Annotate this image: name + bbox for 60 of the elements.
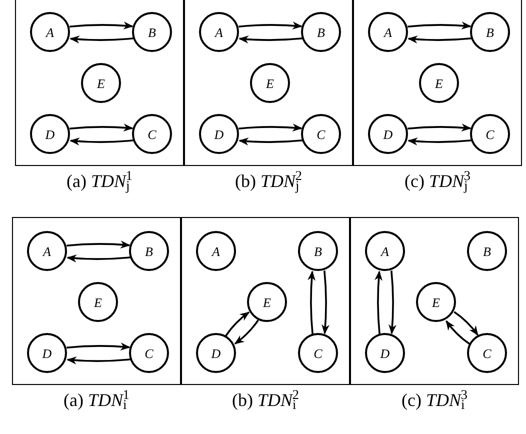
node-label: A	[384, 26, 392, 38]
arrow	[388, 270, 396, 334]
node-label: C	[486, 128, 494, 140]
arrow	[225, 312, 250, 336]
arrow	[234, 320, 259, 344]
node-label: B	[314, 244, 322, 258]
node-label: C	[314, 346, 322, 360]
arrow	[238, 137, 302, 146]
node-label: C	[482, 346, 492, 360]
node-label: A	[381, 244, 389, 258]
arrow	[308, 270, 316, 334]
arrow	[408, 124, 472, 132]
node-label: B	[145, 244, 153, 258]
arrow	[374, 270, 383, 334]
arrow	[70, 22, 134, 30]
node-label: C	[148, 128, 156, 140]
node-label: A	[212, 244, 220, 258]
arrow	[66, 356, 130, 364]
node-label: B	[148, 26, 156, 38]
node-label: A	[215, 26, 223, 38]
arrow	[454, 311, 478, 336]
panel-frame	[350, 217, 519, 385]
panel-frame	[15, 0, 184, 166]
node-label: E	[97, 76, 105, 90]
arrow	[70, 35, 134, 44]
node-label: D	[380, 346, 390, 360]
arrow	[66, 342, 130, 351]
arrow	[238, 22, 302, 30]
node-label: B	[486, 26, 494, 38]
arrow	[66, 240, 130, 249]
node-label: E	[435, 76, 443, 90]
node-label: E	[266, 76, 274, 90]
panel-frame	[184, 0, 353, 166]
arrow	[408, 35, 472, 44]
node-label: E	[432, 296, 440, 308]
node-label: B	[483, 244, 491, 258]
node-label: C	[316, 128, 326, 140]
node-label: D	[42, 346, 52, 360]
panel-frame	[181, 217, 350, 385]
arrow	[238, 35, 302, 44]
arrow	[408, 137, 472, 146]
node-label: D	[383, 128, 393, 140]
node-label: E	[94, 296, 102, 308]
arrow	[446, 320, 470, 345]
arrow	[321, 270, 330, 334]
node-label: A	[43, 244, 51, 258]
arrow	[70, 137, 134, 146]
node-label: D	[45, 128, 55, 140]
arrow	[70, 124, 134, 132]
arrow	[238, 124, 302, 132]
node-label: E	[263, 296, 271, 308]
arrow	[66, 254, 130, 262]
node-label: C	[144, 346, 154, 360]
node-label: B	[317, 26, 325, 38]
node-label: A	[46, 26, 54, 38]
arrow	[408, 22, 472, 30]
panel-frame	[353, 0, 522, 166]
panel-frame	[12, 217, 181, 385]
node-label: D	[214, 128, 224, 140]
node-label: D	[211, 346, 221, 360]
